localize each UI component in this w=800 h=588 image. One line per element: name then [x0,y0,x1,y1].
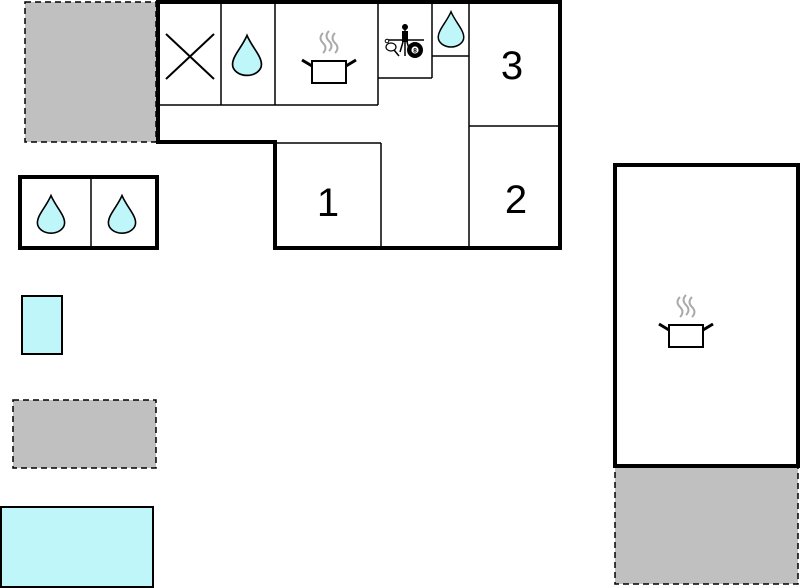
water-drop-icon [36,194,66,235]
billiards-ball-label: 8 [413,48,417,55]
cross-icon [165,33,215,80]
terrace-right [614,465,799,585]
terrace-left [12,399,157,469]
room-label-3: 3 [501,44,523,88]
pool-large [0,506,154,588]
water-drop-icon [437,10,465,48]
water-drop-icon [231,34,263,77]
house-partitions [158,4,560,248]
pool-small [21,295,63,355]
room-label-2: 2 [505,178,527,222]
outdoor-kitchen [613,163,800,468]
cooking-pot-icon [300,29,358,85]
room-label-1: 1 [317,181,339,225]
outdoor-bathroom-block [18,175,159,250]
games-icon: 8 [384,24,424,58]
house-outer-wall [156,0,562,250]
water-drop-icon [107,194,137,235]
terrace-top-left [24,1,157,143]
cooking-pot-icon [657,293,715,349]
